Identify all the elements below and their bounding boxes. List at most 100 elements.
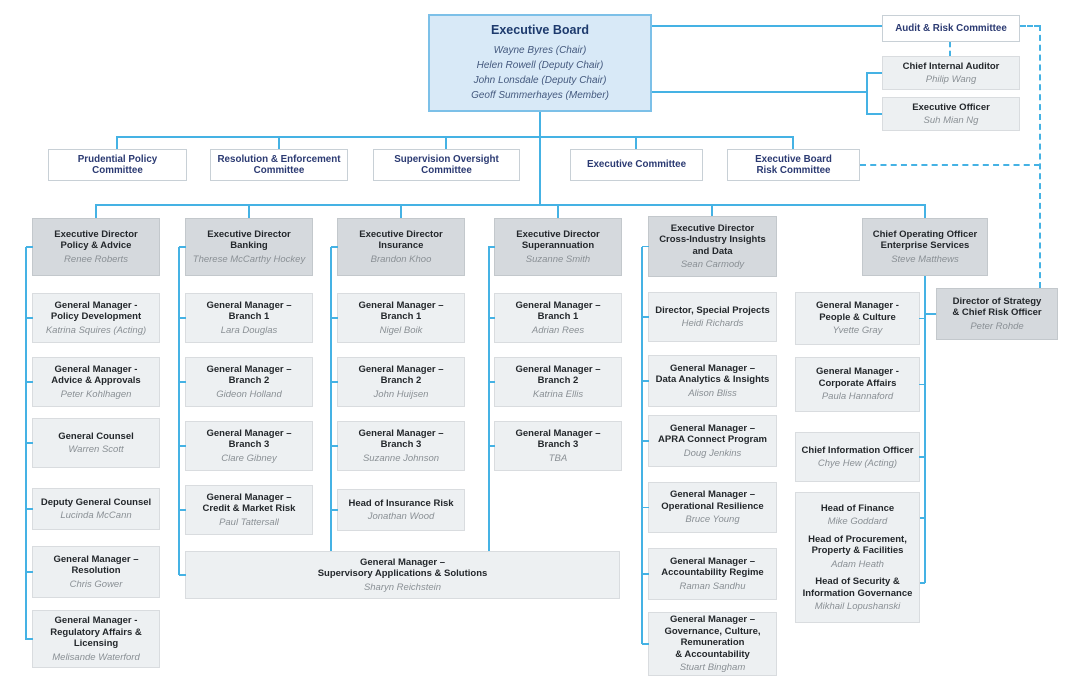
- org-node-executive-officer: Executive Officer Suh Mian Ng: [882, 97, 1020, 131]
- node-person: Renee Roberts: [64, 253, 128, 265]
- connector-line: [116, 136, 793, 138]
- director-insurance: Executive Director Insurance Brandon Kho…: [331, 218, 465, 276]
- node-insurance-branch-2: General Manager – Branch 2 John Huijsen: [331, 357, 465, 407]
- connector-line: [557, 204, 559, 218]
- node-title: General Manager – Resolution: [53, 553, 139, 577]
- node-title: General Manager – Branch 1: [358, 299, 444, 323]
- connector-line-dashed: [949, 42, 951, 56]
- node-person: Mikhail Lopushanski: [814, 601, 901, 612]
- node-title: Chief Internal Auditor: [902, 60, 1000, 72]
- node-title: General Manager – Branch 1: [515, 299, 601, 323]
- node-person: Mike Goddard: [827, 516, 888, 527]
- committee-supervision-oversight: Supervision Oversight Committee: [373, 149, 520, 181]
- node-person: Sharyn Reichstein: [363, 581, 442, 593]
- node-title: General Manager – Credit & Market Risk: [202, 491, 296, 515]
- node-person: Adam Heath: [831, 558, 884, 570]
- head-of-security-information-governance: Head of Security & Information Governanc…: [803, 576, 913, 613]
- node-insurance-branch-1: General Manager – Branch 1 Nigel Boik: [331, 293, 465, 343]
- node-title: Executive Director Superannuation: [516, 228, 600, 252]
- node-insurance-branch-3: General Manager – Branch 3 Suzanne Johns…: [331, 421, 465, 471]
- node-title: Audit & Risk Committee: [895, 22, 1007, 34]
- node-director-special-projects: Director, Special Projects Heidi Richard…: [642, 292, 777, 342]
- connector-line-dashed: [1039, 25, 1041, 288]
- node-general-counsel: General Counsel Warren Scott: [26, 418, 160, 468]
- node-person: Chye Hew (Acting): [817, 458, 898, 469]
- node-title: General Manager – APRA Connect Program: [658, 422, 767, 446]
- head-of-procurement-property-facilities: Head of Procurement, Property & Faciliti…: [808, 534, 907, 571]
- connector-line: [652, 25, 882, 27]
- node-person: Doug Jenkins: [683, 447, 742, 459]
- node-person: Suzanne Johnson: [362, 452, 440, 464]
- connector-line: [25, 247, 27, 640]
- connector-line: [116, 136, 118, 149]
- node-title: General Manager - Corporate Affairs: [816, 366, 899, 389]
- board-members: Wayne Byres (Chair) Helen Rowell (Deputy…: [471, 45, 609, 101]
- node-title: Executive Director Cross-Industry Insigh…: [659, 222, 766, 257]
- node-gm-advice-approvals: General Manager - Advice & Approvals Pet…: [26, 357, 160, 407]
- node-gm-accountability-regime: General Manager – Accountability Regime …: [642, 548, 777, 600]
- node-person: Raman Sandhu: [679, 580, 746, 592]
- node-banking-branch-2: General Manager – Branch 2 Gideon Hollan…: [179, 357, 313, 407]
- node-gm-resolution: General Manager – Resolution Chris Gower: [26, 546, 160, 598]
- node-title: General Manager – Branch 3: [358, 427, 444, 451]
- director-superannuation: Executive Director Superannuation Suzann…: [488, 218, 622, 276]
- connector-line: [635, 136, 637, 149]
- committee-prudential-policy: Prudential Policy Committee: [48, 149, 187, 181]
- node-person: Clare Gibney: [221, 452, 277, 464]
- node-gm-policy-development: General Manager - Policy Development Kat…: [26, 293, 160, 343]
- org-node-chief-internal-auditor: Chief Internal Auditor Philip Wang: [882, 56, 1020, 90]
- committee-executive: Executive Committee: [570, 149, 703, 181]
- node-title: General Manager – Data Analytics & Insig…: [655, 362, 770, 386]
- node-super-branch-3: General Manager – Branch 3 TBA: [488, 421, 622, 471]
- node-director-strategy-chief-risk-officer: Director of Strategy & Chief Risk Office…: [936, 288, 1058, 340]
- connector-line: [178, 247, 180, 575]
- node-gm-operational-resilience: General Manager – Operational Resilience…: [642, 482, 777, 533]
- node-gm-credit-market-risk: General Manager – Credit & Market Risk P…: [179, 485, 313, 535]
- node-person: Melisande Waterford: [52, 651, 140, 663]
- head-of-finance: Head of Finance Mike Goddard: [821, 503, 894, 528]
- connector-line: [866, 72, 882, 74]
- node-title: Director of Strategy & Chief Risk Office…: [952, 295, 1042, 319]
- node-person: Brandon Khoo: [370, 253, 432, 265]
- node-gm-supervisory-applications-solutions: General Manager – Supervisory Applicatio…: [179, 551, 620, 599]
- node-title: Head of Procurement, Property & Faciliti…: [808, 533, 907, 557]
- node-gm-regulatory-affairs-licensing: General Manager - Regulatory Affairs & L…: [26, 610, 160, 668]
- node-title: General Manager – Branch 2: [206, 363, 292, 387]
- node-title: Chief Operating Officer Enterprise Servi…: [872, 228, 978, 252]
- connector-line-dashed: [1020, 25, 1040, 27]
- committee-label: Executive Board Risk Committee: [755, 153, 832, 177]
- node-title: Head of Finance: [820, 502, 895, 514]
- connector-line: [925, 313, 936, 315]
- committee-label: Prudential Policy Committee: [77, 153, 158, 177]
- connector-line: [866, 113, 882, 115]
- node-person: Suzanne Smith: [525, 253, 591, 265]
- node-banking-branch-3: General Manager – Branch 3 Clare Gibney: [179, 421, 313, 471]
- node-super-branch-1: General Manager – Branch 1 Adrian Rees: [488, 293, 622, 343]
- node-title: General Manager - Policy Development: [50, 299, 142, 323]
- connector-line: [711, 204, 713, 218]
- node-title: General Manager – Branch 1: [206, 299, 292, 323]
- connector-line: [924, 204, 926, 218]
- node-person: Suh Mian Ng: [923, 115, 979, 126]
- node-chief-information-officer: Chief Information Officer Chye Hew (Acti…: [795, 432, 924, 482]
- director-banking: Executive Director Banking Therese McCar…: [179, 218, 313, 276]
- node-person: Heidi Richards: [681, 318, 744, 329]
- node-person: Stuart Bingham: [679, 662, 746, 674]
- connector-line: [866, 72, 868, 114]
- node-title: Chief Information Officer: [801, 444, 914, 456]
- node-person: Katrina Ellis: [532, 388, 584, 400]
- node-title: General Manager - People & Culture: [816, 300, 899, 323]
- node-person: Peter Rohde: [970, 320, 1024, 332]
- node-person: Chris Gower: [69, 578, 123, 590]
- node-title: General Manager - Regulatory Affairs & L…: [50, 615, 142, 649]
- node-person: Paul Tattersall: [219, 516, 279, 528]
- node-title: General Manager – Branch 2: [515, 363, 601, 387]
- node-person: Philip Wang: [925, 74, 977, 85]
- node-person: Nigel Boik: [379, 324, 423, 336]
- node-title: Director, Special Projects: [655, 304, 770, 316]
- committee-label: Executive Committee: [586, 159, 687, 171]
- node-person: Sean Carmody: [680, 259, 745, 270]
- connector-line: [920, 582, 925, 584]
- node-person: Bruce Young: [685, 514, 740, 526]
- director-cross-industry-insights-data: Executive Director Cross-Industry Insigh…: [642, 216, 777, 277]
